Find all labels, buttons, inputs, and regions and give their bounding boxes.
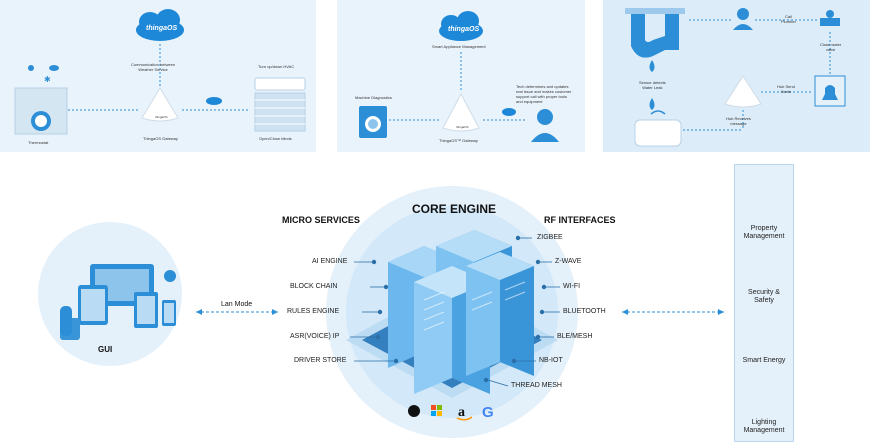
weather-comm-label: Communication between Weather Service	[131, 62, 176, 72]
security-safety-label: Security & Safety	[748, 289, 780, 304]
thermostat-label: Thermostat	[28, 140, 49, 145]
devices-icon	[60, 264, 176, 340]
micro-services-title: MICRO SERVICES	[282, 215, 360, 225]
micro-service-item: BLOCK CHAIN	[290, 283, 338, 290]
technician-icon	[531, 109, 559, 142]
sam-label: Smart Appliance Management	[432, 44, 486, 49]
rf-interface-item: WI-FI	[563, 283, 581, 290]
windows-logo-icon	[431, 405, 442, 416]
alarm-icon	[814, 75, 846, 107]
gateway-node-label: thingaOS	[155, 115, 168, 119]
gateway-node-label: thingaOS	[456, 125, 469, 129]
micro-service-item: ASR(VOICE) IP	[290, 333, 340, 340]
thermostat-icon: ✱	[14, 65, 68, 135]
rf-interface-item: NB-IOT	[539, 357, 563, 364]
sensor-device-icon	[634, 110, 682, 147]
svg-text:G: G	[482, 404, 494, 421]
cloud-icon	[439, 11, 483, 41]
svg-text:✱: ✱	[44, 75, 51, 84]
gateway-label: ThingaOS™ Gateway	[439, 138, 478, 143]
call-plumber-label: Call Plumber	[781, 14, 796, 24]
server-rack-icon	[466, 252, 534, 376]
thingaos-cloud-label: thingaOS	[448, 26, 480, 33]
micro-service-item: RULES ENGINE	[287, 308, 340, 315]
washing-machine-icon	[359, 106, 387, 138]
thingaos-cloud-label: thingaOS	[146, 25, 178, 32]
mini-cloud-icon	[502, 108, 516, 116]
mini-cloud-icon	[206, 97, 222, 105]
cloud-icon	[136, 9, 184, 41]
smart-energy-label: Smart Energy	[742, 357, 786, 364]
diagnostics-label: Machine Diagnostics	[355, 95, 392, 100]
water-drop-icon	[649, 60, 655, 110]
rf-interface-item: BLUETOOTH	[563, 308, 606, 315]
air-conditioner-icon	[254, 77, 306, 132]
panel3-graphics	[625, 8, 846, 147]
close-valve-label: Close water valve	[820, 42, 842, 52]
panel2-graphics	[359, 11, 559, 142]
water-leak-panel: Call Plumber Close water valve Sensor de…	[603, 0, 870, 152]
apple-logo-icon	[408, 405, 420, 417]
amazon-logo-icon: a	[456, 405, 473, 421]
smart-home-scenario-panel: ✱ thingaOS Communication between Weather…	[0, 0, 316, 152]
svg-text:a: a	[458, 405, 465, 420]
sensor-detect-label: Sensor detects Water Leak	[639, 80, 666, 90]
pipe-icon	[625, 8, 685, 58]
hvac-label: Turn up/down HVAC	[258, 64, 295, 69]
valve-icon	[820, 10, 840, 26]
services-panel: Property Management Security & Safety Sm…	[734, 164, 794, 442]
rf-interface-item: Z-WAVE	[555, 258, 582, 265]
core-engine-title: CORE ENGINE	[412, 202, 497, 216]
hub-send-label: Hub Send Alerts	[777, 84, 795, 94]
panel1-graphics: ✱	[14, 9, 306, 135]
rf-interfaces-title: RF INTERFACES	[544, 215, 616, 225]
appliance-management-panel: thingaOS Smart Appliance Management Mach…	[337, 0, 585, 152]
google-logo-icon: G	[482, 404, 494, 421]
lighting-management-label: Lighting Management	[743, 419, 785, 434]
blinds-label: Open/Close blinds	[259, 136, 292, 141]
gateway-label: ThingaOS Gateway	[143, 136, 178, 141]
rf-interface-item: ZIGBEE	[537, 234, 563, 241]
rf-interface-item: BLE/MESH	[557, 333, 593, 340]
lan-mode-label: Lan Mode	[221, 301, 253, 308]
micro-service-item: DRIVER STORE	[294, 357, 347, 364]
rf-interface-item: THREAD MESH	[511, 382, 562, 389]
tech-label: Tech determines and updates real issue a…	[516, 84, 572, 104]
plumber-icon	[733, 8, 753, 30]
micro-service-item: AI ENGINE	[312, 258, 348, 265]
gui-label: GUI	[98, 345, 113, 354]
hub-receive-label: Hub Receives message	[726, 116, 751, 126]
property-management-label: Property Management	[743, 225, 785, 240]
